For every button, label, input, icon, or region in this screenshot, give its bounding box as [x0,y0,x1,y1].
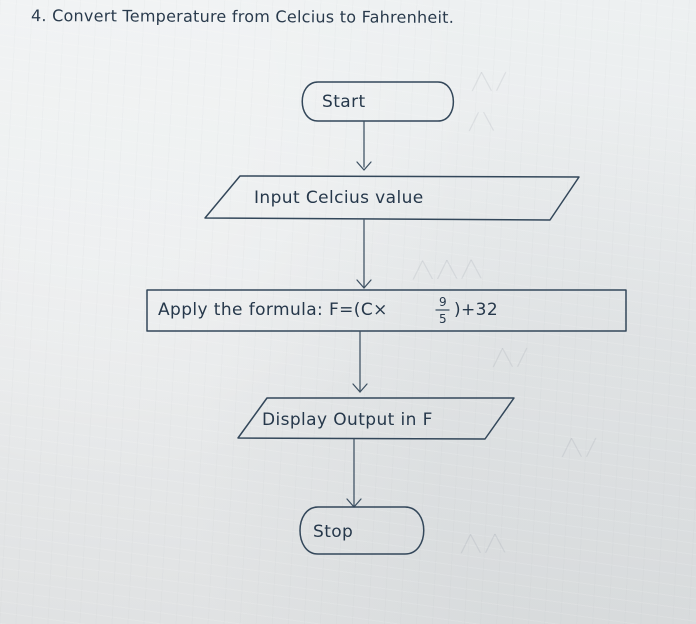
formula-text-prefix: Apply the formula: F=(C× [158,300,388,320]
stop-label: Stop [313,522,353,542]
input-parallelogram [204,175,580,221]
process-to-output-arrowhead [352,383,368,393]
formula-fraction-numerator: 9 [439,295,447,309]
output-label: Display Output in F [262,410,433,430]
formula-text-suffix: )+32 [454,300,498,320]
start-terminal [301,81,454,122]
output-parallelogram [237,397,515,440]
stop-terminal [299,506,425,555]
process-rectangle [146,289,627,332]
input-to-process-arrowhead [356,279,372,289]
start-label: Start [322,92,366,112]
formula-fraction-denominator: 5 [439,312,447,326]
input-label: Input Celcius value [254,188,424,208]
start-to-input-arrowhead [356,161,372,171]
